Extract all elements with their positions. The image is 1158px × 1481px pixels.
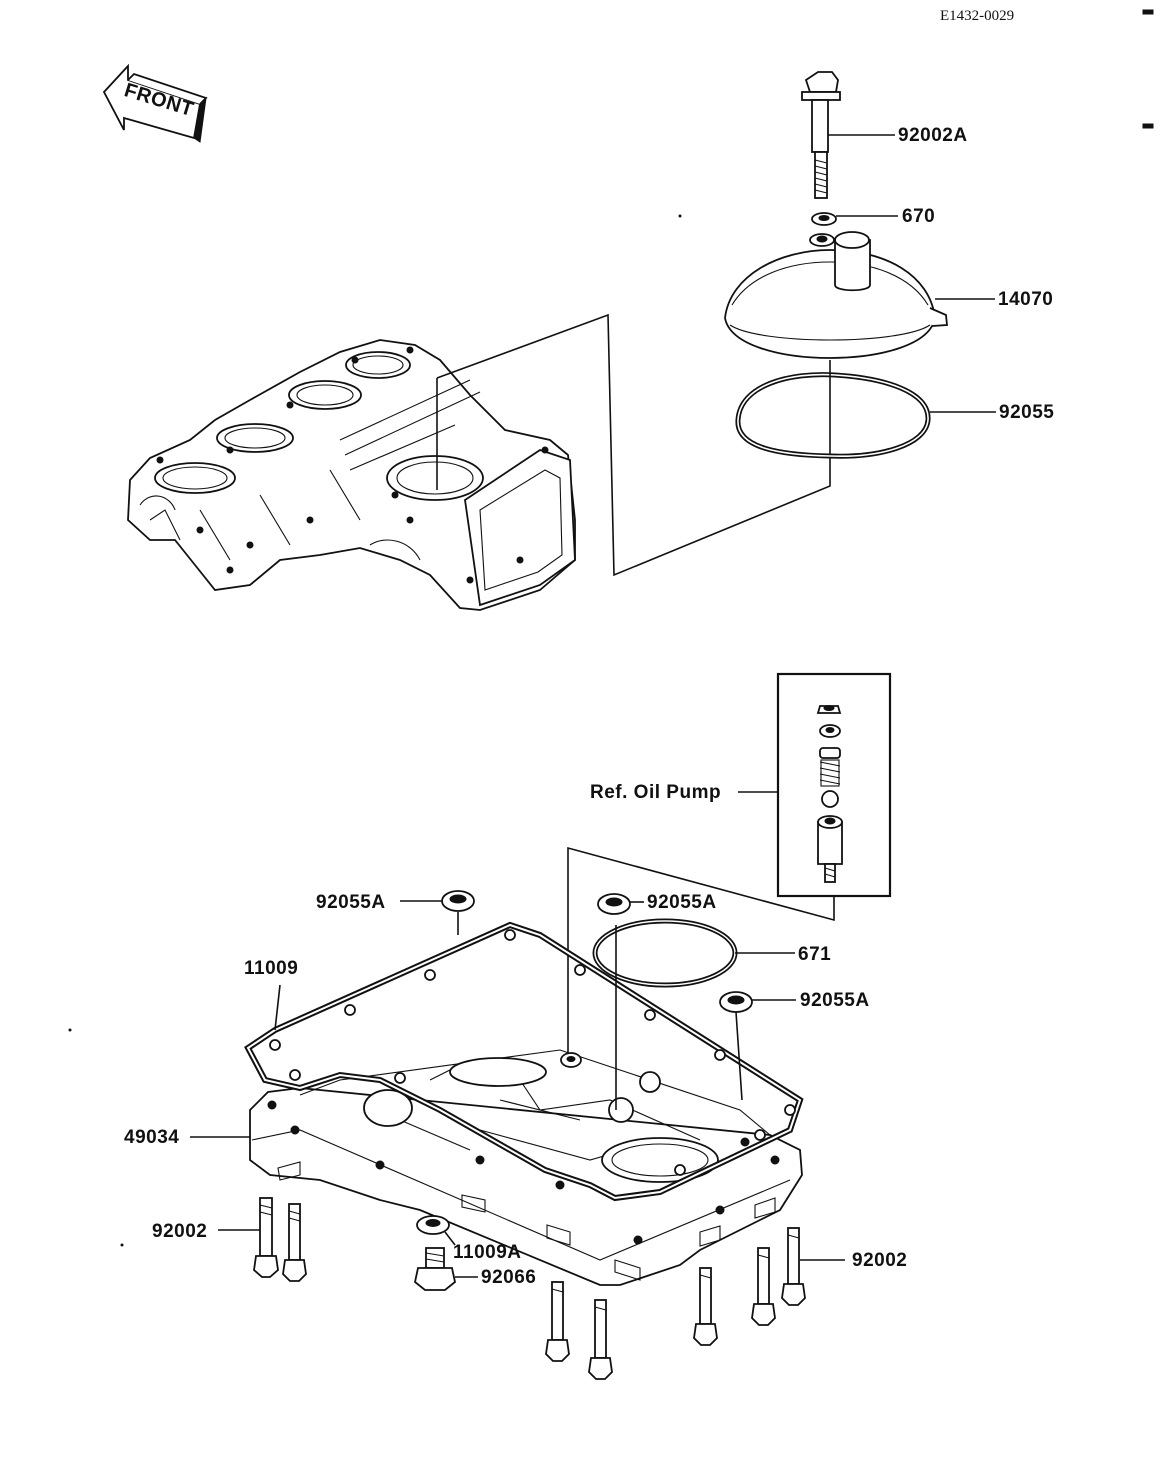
seal-92055A-right: [719, 991, 753, 1013]
leader-11009: [274, 984, 281, 1031]
edge-mark-mid: [1142, 123, 1154, 129]
scan-speck: [678, 214, 682, 218]
label-92055A-mid: 92055A: [647, 892, 717, 913]
label-92055A-left: 92055A: [316, 892, 386, 913]
bolts-92002-bottom: [545, 1227, 806, 1380]
label-92055A-right: 92055A: [800, 990, 870, 1011]
seal-92055A-left: [441, 890, 475, 912]
drain-plug-92066: [414, 1247, 456, 1291]
pan-fitting: [560, 1052, 582, 1068]
label-92002-left: 92002: [152, 1221, 207, 1242]
leader-11009A: [444, 1231, 456, 1246]
crankcase-illustration: [127, 339, 576, 611]
oring-92055: [735, 372, 931, 459]
edge-mark-top: [1142, 9, 1154, 15]
seal-right-drop-leader: [735, 1011, 743, 1101]
seal-92055A-mid: [597, 893, 631, 915]
label-11009: 11009: [244, 958, 298, 979]
label-11009A: 11009A: [453, 1242, 522, 1263]
label-92055: 92055: [999, 402, 1054, 423]
bolts-92002-left: [253, 1197, 307, 1282]
front-arrow-icon: FRONT: [102, 63, 208, 143]
label-49034: 49034: [124, 1127, 179, 1148]
label-ref-oil-pump: Ref. Oil Pump: [590, 782, 721, 803]
washer-670-hole: [818, 215, 830, 221]
label-92066: 92066: [481, 1267, 536, 1288]
cover-14070: [724, 231, 948, 359]
label-92002A: 92002A: [898, 125, 968, 146]
oil-pump-valve-parts: [816, 705, 843, 883]
washer-11009A: [416, 1215, 450, 1235]
gasket-11009: [244, 921, 804, 1202]
label-14070: 14070: [998, 289, 1053, 310]
bolt-92002A: [801, 71, 841, 199]
crankcase-ref-leader: [436, 313, 831, 577]
doc-code: E1432-0029: [940, 8, 1014, 24]
scan-speck: [68, 1028, 72, 1032]
label-92002-right: 92002: [852, 1250, 907, 1271]
label-670: 670: [902, 206, 935, 227]
scan-speck: [120, 1243, 124, 1247]
oil-pan-49034: [249, 1049, 803, 1286]
label-671: 671: [798, 944, 831, 965]
